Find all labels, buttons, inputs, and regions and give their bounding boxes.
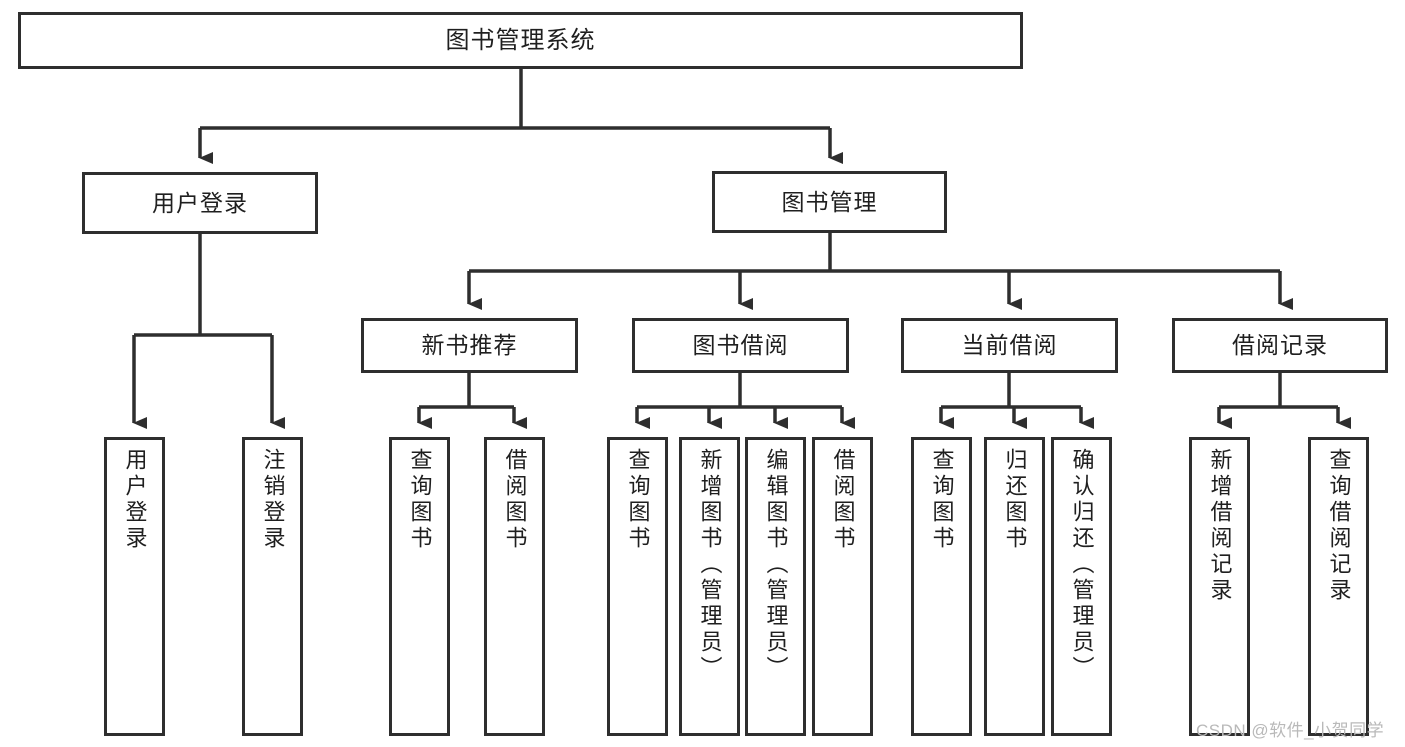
leaf-query-book-3-label: 查询图书 bbox=[929, 448, 955, 552]
node-current-borrow-label: 当前借阅 bbox=[961, 332, 1058, 359]
leaf-query-record-label: 查询借阅记录 bbox=[1326, 448, 1352, 604]
node-user-login[interactable]: 用户登录 bbox=[82, 172, 318, 234]
leaf-query-book-1[interactable]: 查询图书 bbox=[389, 437, 450, 736]
node-book-borrow-label: 图书借阅 bbox=[692, 332, 789, 359]
leaf-borrow-book-2[interactable]: 借阅图书 bbox=[812, 437, 873, 736]
leaf-borrow-book-1[interactable]: 借阅图书 bbox=[484, 437, 545, 736]
leaf-confirm-return[interactable]: 确认归还（管理员） bbox=[1051, 437, 1112, 736]
node-book-borrow[interactable]: 图书借阅 bbox=[632, 318, 849, 373]
leaf-query-book-2[interactable]: 查询图书 bbox=[607, 437, 668, 736]
leaf-add-record[interactable]: 新增借阅记录 bbox=[1189, 437, 1250, 736]
node-book-management-label: 图书管理 bbox=[781, 188, 878, 215]
node-root-label: 图书管理系统 bbox=[445, 26, 596, 54]
leaf-logout[interactable]: 注销登录 bbox=[242, 437, 303, 736]
leaf-add-record-label: 新增借阅记录 bbox=[1207, 448, 1233, 604]
leaf-query-book-2-label: 查询图书 bbox=[625, 448, 651, 552]
leaf-query-record[interactable]: 查询借阅记录 bbox=[1308, 437, 1369, 736]
leaf-add-book-label: 新增图书（管理员） bbox=[697, 448, 723, 682]
leaf-return-book[interactable]: 归还图书 bbox=[984, 437, 1045, 736]
leaf-user-login[interactable]: 用户登录 bbox=[104, 437, 165, 736]
node-new-book-recommend[interactable]: 新书推荐 bbox=[361, 318, 578, 373]
leaf-logout-label: 注销登录 bbox=[260, 448, 286, 552]
leaf-confirm-return-label: 确认归还（管理员） bbox=[1069, 448, 1095, 682]
node-new-book-recommend-label: 新书推荐 bbox=[421, 332, 518, 359]
leaf-edit-book[interactable]: 编辑图书（管理员） bbox=[745, 437, 806, 736]
leaf-query-book-1-label: 查询图书 bbox=[407, 448, 433, 552]
leaf-query-book-3[interactable]: 查询图书 bbox=[911, 437, 972, 736]
leaf-add-book[interactable]: 新增图书（管理员） bbox=[679, 437, 740, 736]
node-borrow-record-label: 借阅记录 bbox=[1232, 332, 1328, 359]
node-borrow-record[interactable]: 借阅记录 bbox=[1172, 318, 1388, 373]
leaf-borrow-book-1-label: 借阅图书 bbox=[502, 448, 528, 552]
leaf-return-book-label: 归还图书 bbox=[1002, 448, 1028, 552]
watermark-text: CSDN @软件_小贺同学 bbox=[1196, 721, 1385, 740]
leaf-borrow-book-2-label: 借阅图书 bbox=[830, 448, 856, 552]
leaf-user-login-label: 用户登录 bbox=[122, 448, 148, 552]
node-book-management[interactable]: 图书管理 bbox=[712, 171, 947, 233]
node-root[interactable]: 图书管理系统 bbox=[18, 12, 1023, 69]
node-user-login-label: 用户登录 bbox=[152, 189, 248, 216]
node-current-borrow[interactable]: 当前借阅 bbox=[901, 318, 1118, 373]
leaf-edit-book-label: 编辑图书（管理员） bbox=[763, 448, 789, 682]
